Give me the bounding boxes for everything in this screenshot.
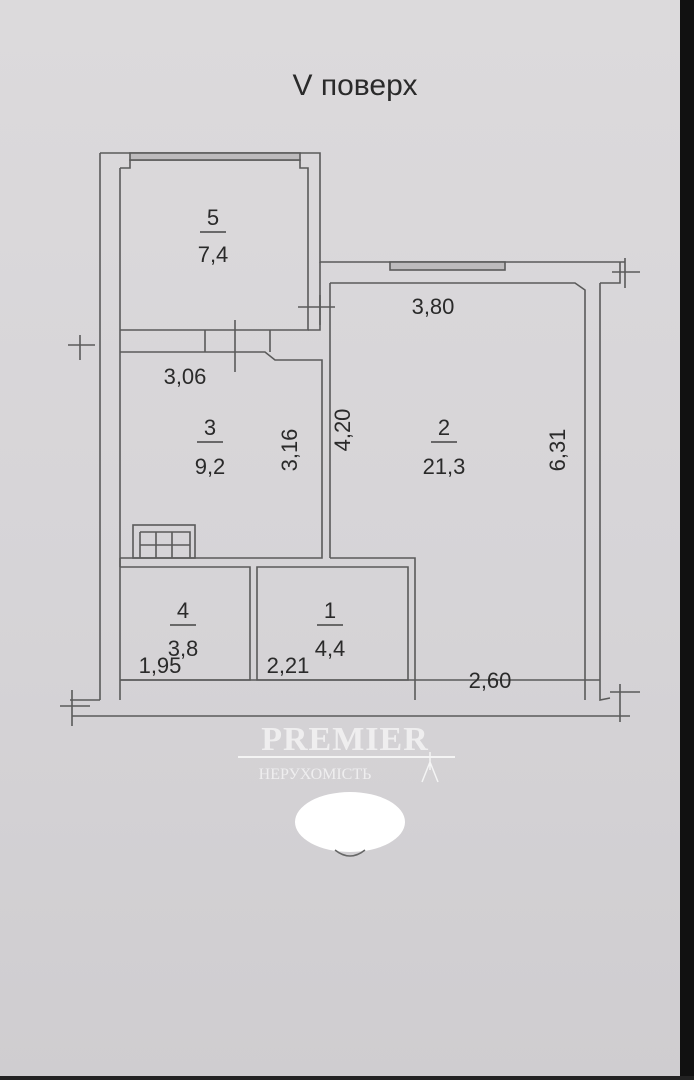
room-2-label: 2 21,3 xyxy=(423,415,466,479)
room-area: 4,4 xyxy=(315,636,346,661)
room-area: 21,3 xyxy=(423,454,466,479)
dim-3-16: 3,16 xyxy=(277,429,302,472)
room-number: 3 xyxy=(204,415,216,440)
watermark-sub: НЕРУХОМІСТЬ xyxy=(259,766,372,783)
room-4-label: 4 3,8 xyxy=(168,598,199,661)
watermark-brand: PREMIER xyxy=(261,721,429,758)
watermark-logo: PREMIER НЕРУХОМІСТЬ xyxy=(238,721,455,783)
person-icon xyxy=(421,752,439,783)
screen-edge xyxy=(680,0,694,1080)
room-number: 1 xyxy=(324,598,336,623)
room-1-label: 1 4,4 xyxy=(315,598,346,661)
room-area: 3,8 xyxy=(168,636,199,661)
dim-4-20: 4,20 xyxy=(330,409,355,452)
room-5-label: 5 7,4 xyxy=(198,205,229,267)
room-3-label: 3 9,2 xyxy=(195,415,226,479)
walls xyxy=(60,152,640,726)
dim-6-31: 6,31 xyxy=(545,429,570,472)
room-area: 9,2 xyxy=(195,454,226,479)
dim-2-60: 2,60 xyxy=(469,668,512,693)
screen-edge-bottom xyxy=(0,1076,694,1080)
room-number: 4 xyxy=(177,598,189,623)
dim-3-80: 3,80 xyxy=(412,294,455,319)
dim-3-06: 3,06 xyxy=(164,364,207,389)
redaction-blob xyxy=(295,792,405,852)
dim-2-21: 2,21 xyxy=(267,653,310,678)
room-number: 5 xyxy=(207,205,219,230)
room-number: 2 xyxy=(438,415,450,440)
room-area: 7,4 xyxy=(198,242,229,267)
dim-1-95: 1,95 xyxy=(139,653,182,678)
dimensions: 3,80 3,06 3,16 4,20 6,31 1,95 2,21 2,60 xyxy=(139,294,570,693)
floor-title: V поверх xyxy=(293,69,418,102)
